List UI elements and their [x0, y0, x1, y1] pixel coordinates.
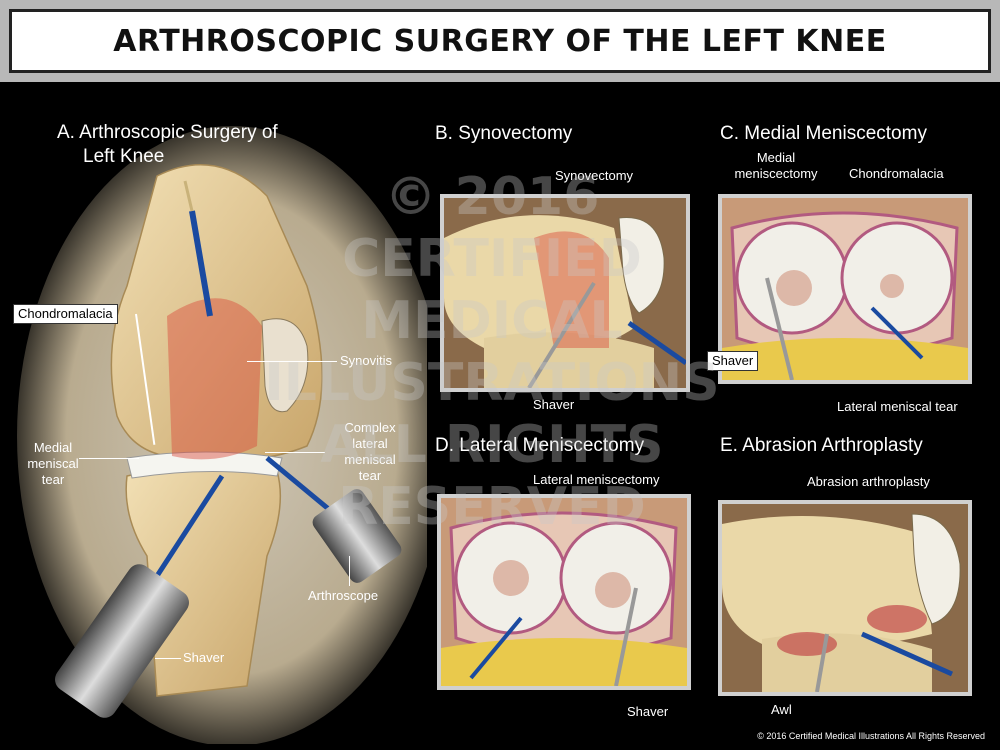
label-complex-lateral-meniscal-tear: Complex lateral meniscal tear — [344, 420, 396, 483]
label-lateral-meniscectomy: Lateral meniscectomy — [533, 472, 660, 487]
label-shaver-d: Shaver — [627, 704, 669, 719]
label-synovitis: Synovitis — [340, 353, 393, 368]
label-chondromalacia-c: Chondromalacia — [849, 166, 944, 181]
page-title: ARTHROSCOPIC SURGERY OF THE LEFT KNEE — [113, 23, 887, 59]
title-box: ARTHROSCOPIC SURGERY OF THE LEFT KNEE — [9, 9, 991, 73]
panel-b-title: B. Synovectomy — [435, 123, 573, 144]
leader-arthroscope — [349, 556, 350, 586]
leader-shaver-a — [155, 658, 181, 659]
label-medial-meniscectomy: Medial meniscectomy — [734, 150, 818, 181]
label-lateral-meniscal-tear: Lateral meniscal tear — [837, 399, 958, 414]
panel-e-title: E. Abrasion Arthroplasty — [720, 435, 923, 456]
panel-c-frame — [718, 194, 972, 384]
panel-a-title-line2: Left Knee — [83, 146, 165, 167]
label-shaver-a: Shaver — [183, 650, 225, 665]
panel-b-frame — [440, 194, 690, 392]
header-bar: ARTHROSCOPIC SURGERY OF THE LEFT KNEE — [0, 0, 1000, 82]
illustration-stage: A. Arthroscopic Surgery of Left Knee Cho… — [7, 86, 993, 744]
panel-a-title-line1: A. Arthroscopic Surgery of — [57, 122, 278, 143]
label-awl: Awl — [771, 702, 792, 717]
label-abrasion-arthroplasty: Abrasion arthroplasty — [807, 474, 930, 489]
panel-c-title: C. Medial Meniscectomy — [720, 123, 927, 144]
leader-medial-tear-a — [79, 458, 139, 459]
label-synovectomy: Synovectomy — [555, 168, 634, 183]
leader-synovitis — [247, 361, 337, 362]
label-shaver-b: Shaver — [533, 397, 575, 412]
panel-e-frame — [718, 500, 972, 696]
panel-d-frame — [437, 494, 691, 690]
panel-a-illustration — [7, 86, 427, 744]
label-medial-meniscal-tear-a: Medial meniscal tear — [27, 440, 79, 487]
label-shaver-c: Shaver — [707, 351, 759, 371]
panel-d-title: D. Lateral Meniscectomy — [435, 435, 645, 456]
label-chondromalacia-a: Chondromalacia — [13, 304, 118, 324]
label-arthroscope: Arthroscope — [308, 588, 379, 603]
leader-complex-lateral — [265, 452, 325, 453]
copyright-footer: © 2016 Certified Medical Illustrations A… — [757, 731, 985, 741]
